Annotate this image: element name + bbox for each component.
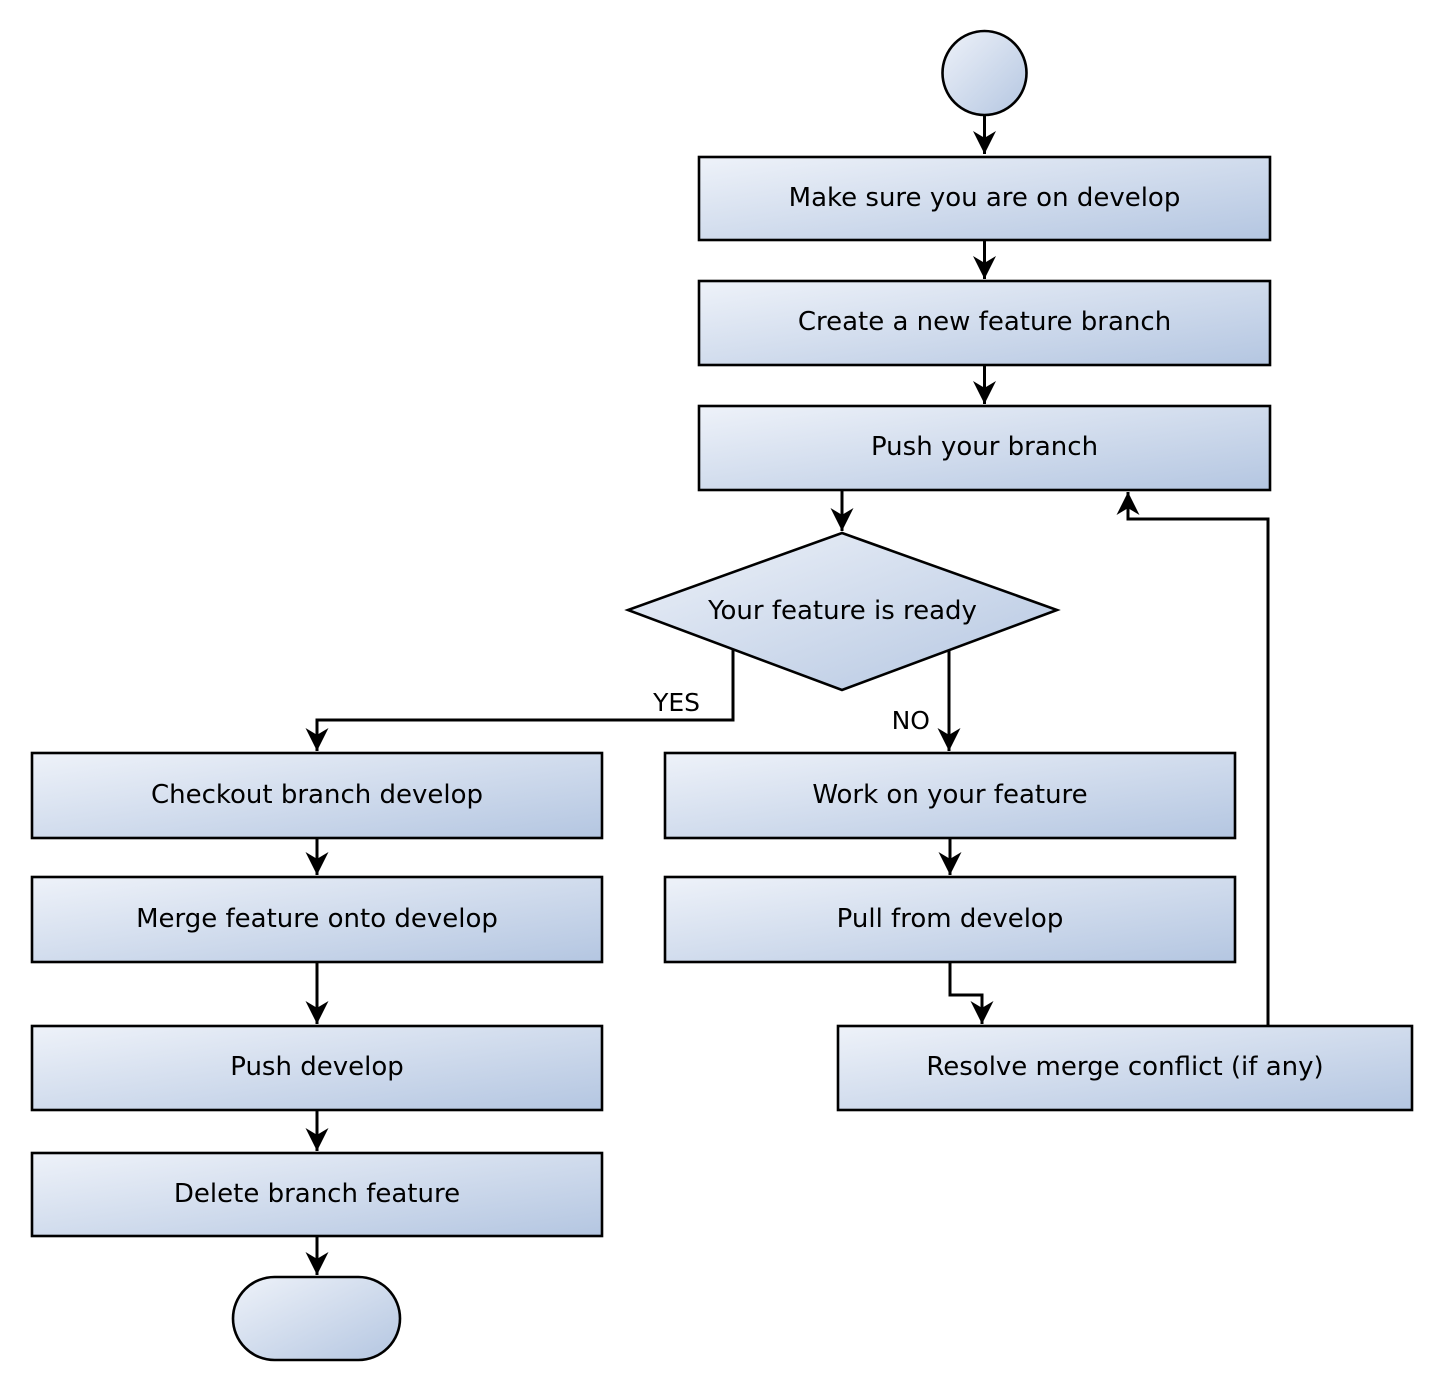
- decision-feature-ready: [624, 531, 1061, 692]
- edge-pull-to-resolve: [948, 962, 994, 1024]
- node-checkout-branch-develop: [30, 751, 604, 840]
- end-node: [231, 1275, 402, 1362]
- edge-decision-yes-to-checkout: [305, 649, 735, 751]
- node-create-feature-branch: [697, 279, 1272, 367]
- node-push-your-branch: [697, 404, 1272, 492]
- node-resolve-merge-conflict: [836, 1024, 1414, 1112]
- node-make-sure-develop: [697, 155, 1272, 242]
- start-node: [941, 29, 1028, 117]
- edge-resolve-back-to-push-branch: [1116, 492, 1270, 1026]
- node-work-on-your-feature: [663, 751, 1237, 840]
- node-pull-from-develop: [663, 875, 1237, 964]
- node-merge-feature-onto-develop: [30, 875, 604, 964]
- node-delete-branch-feature: [30, 1151, 604, 1238]
- node-push-develop: [30, 1024, 604, 1112]
